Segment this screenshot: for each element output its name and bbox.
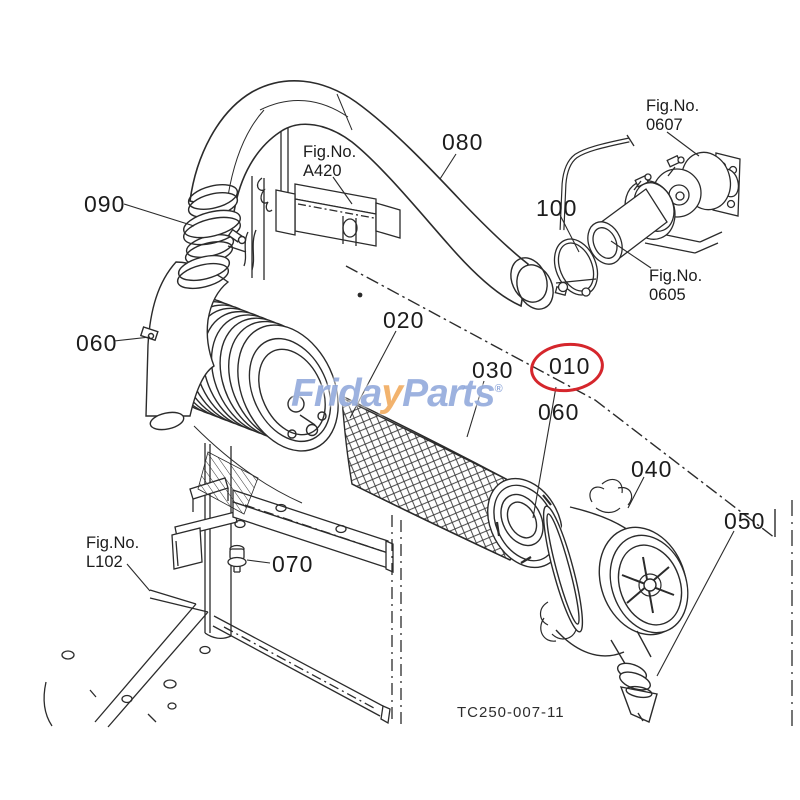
figure-ref-0607-line1: Fig.No. [646,97,700,115]
drawing-number: TC250-007-11 [457,704,565,721]
part-label-070: 070 [272,551,314,577]
part-label-100: 100 [536,195,578,221]
part-label-010: 010 [549,353,591,379]
part-label-050: 050 [724,508,766,534]
figure-ref-a420: Fig.No. A420 [303,143,356,181]
watermark-text-suffix: Parts [402,372,496,415]
part-label-080: 080 [442,129,484,155]
figure-ref-0605-line2: 0605 [649,285,686,304]
figure-ref-0607: Fig.No. 0607 [646,97,699,135]
part-label-060-right: 060 [538,399,580,425]
watermark-registered-mark: ® [494,383,503,395]
figure-ref-a420-line2: A420 [303,161,342,180]
figure-ref-l102-line1: Fig.No. [86,534,140,552]
figure-ref-0605: Fig.No. 0605 [649,267,702,305]
figure-ref-l102-line2: L102 [86,552,123,571]
assembly-axis-line [345,265,776,539]
dust-cup [539,478,689,723]
part-label-020: 020 [383,307,425,333]
panel-frame-lines [243,116,401,280]
watermark-text-prefix: Frida [291,372,382,415]
filter-element [341,395,563,569]
figure-ref-0605-line1: Fig.No. [649,267,703,285]
part-label-060-left: 060 [76,330,118,356]
part-label-030: 030 [472,357,514,383]
figure-ref-l102: Fig.No. L102 [86,534,139,572]
leader-lines [113,131,735,677]
watermark-logo: FridayParts® [291,372,503,416]
watermark-accent: y [381,372,403,415]
figure-ref-0607-line2: 0607 [646,115,683,134]
part-label-040: 040 [631,456,673,482]
air-cleaner-housing [139,209,339,515]
part-label-090: 090 [84,191,126,217]
mounting-bracket-lines [43,443,793,728]
figure-ref-a420-line1: Fig.No. [303,143,357,161]
